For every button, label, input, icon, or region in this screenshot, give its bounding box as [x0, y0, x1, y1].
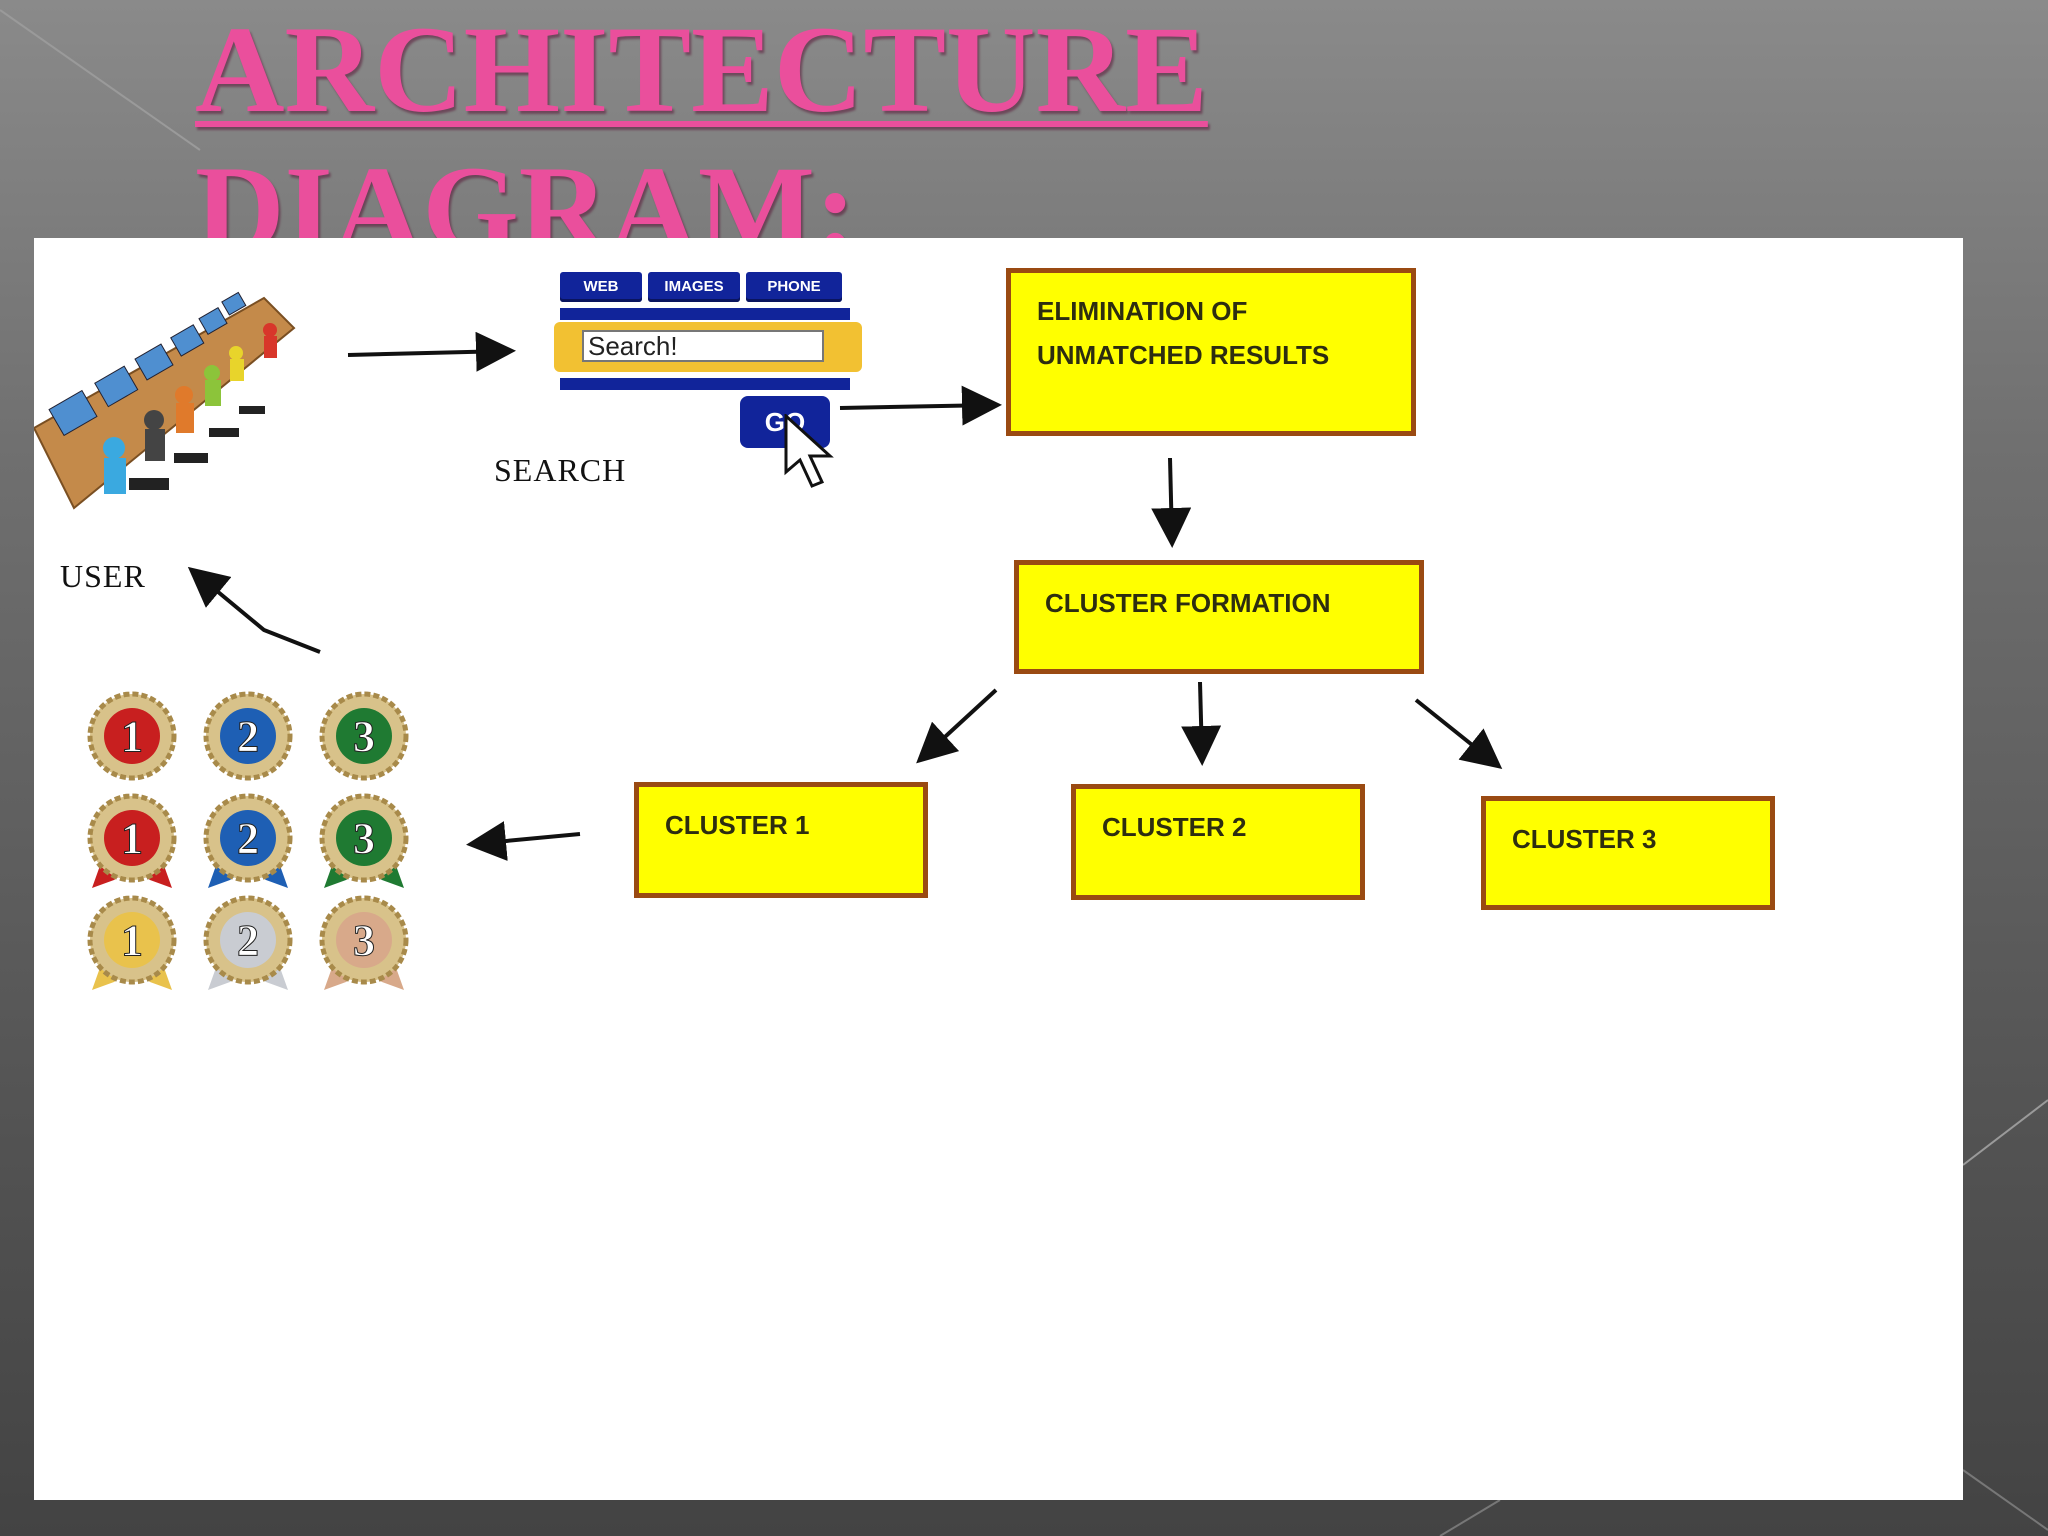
- medal-1: 1: [87, 691, 177, 781]
- tab-phone[interactable]: PHONE: [746, 272, 842, 302]
- users-at-computers-icon: [34, 291, 296, 510]
- medal-3: 3: [319, 691, 409, 781]
- medal-rank-label: 1: [121, 916, 143, 965]
- arrow-formation-to-cluster-2: [1181, 681, 1222, 766]
- arrow-elimination-to-formation: [1151, 457, 1192, 548]
- tab-web[interactable]: WEB: [560, 272, 642, 302]
- medal-9: 3: [319, 895, 409, 990]
- cluster-2-label: CLUSTER 2: [1102, 812, 1247, 842]
- medal-8: 2: [203, 895, 293, 990]
- arrow-formation-to-cluster-3: [1414, 698, 1503, 769]
- medal-rank-label: 1: [121, 814, 143, 863]
- tab-images[interactable]: IMAGES: [648, 272, 740, 302]
- cluster-3-label: CLUSTER 3: [1512, 824, 1657, 854]
- ranking-medals-icon: 1 2 3 1 2 3 1 2 3: [82, 688, 442, 1028]
- cluster-1-label: CLUSTER 1: [665, 810, 810, 840]
- search-input[interactable]: Search!: [582, 330, 824, 362]
- diagram-canvas: USER WEB IMAGES PHONE Search! GO SEARCH …: [34, 238, 1963, 1500]
- user-label: USER: [60, 558, 146, 594]
- elimination-line-1: ELIMINATION OF: [1037, 296, 1248, 326]
- arrow-formation-to-cluster-1: [916, 688, 998, 764]
- medal-7: 1: [87, 895, 177, 990]
- arrow-cluster-1-to-medals: [466, 821, 581, 861]
- medal-6: 3: [319, 793, 409, 888]
- cluster-1-box: CLUSTER 1: [634, 782, 928, 898]
- medal-rank-label: 3: [353, 916, 375, 965]
- medal-rank-label: 1: [121, 712, 143, 761]
- medal-rank-label: 3: [353, 712, 375, 761]
- elimination-box: ELIMINATION OF UNMATCHED RESULTS: [1006, 268, 1416, 436]
- medal-4: 1: [87, 793, 177, 888]
- title-line-1: ARCHITECTURE: [195, 1, 1208, 138]
- cluster-2-box: CLUSTER 2: [1071, 784, 1365, 900]
- medal-rank-label: 2: [237, 712, 259, 761]
- elimination-line-2: UNMATCHED RESULTS: [1037, 340, 1330, 370]
- arrow-medals-to-user: [187, 566, 321, 654]
- search-bottom-bar: [560, 378, 850, 390]
- medal-2: 2: [203, 691, 293, 781]
- cluster-formation-box: CLUSTER FORMATION: [1014, 560, 1424, 674]
- cluster-3-box: CLUSTER 3: [1481, 796, 1775, 910]
- mouse-cursor-icon: [784, 414, 834, 488]
- search-label: SEARCH: [494, 452, 627, 488]
- medal-rank-label: 2: [237, 814, 259, 863]
- arrow-go-to-elimination: [839, 385, 1002, 426]
- medal-rank-label: 2: [237, 916, 259, 965]
- medal-5: 2: [203, 793, 293, 888]
- diagram-arrows: [187, 331, 1503, 861]
- arrow-user-to-search: [347, 331, 516, 372]
- search-top-bar: [560, 308, 850, 320]
- cluster-formation-label: CLUSTER FORMATION: [1045, 588, 1331, 618]
- medal-rank-label: 3: [353, 814, 375, 863]
